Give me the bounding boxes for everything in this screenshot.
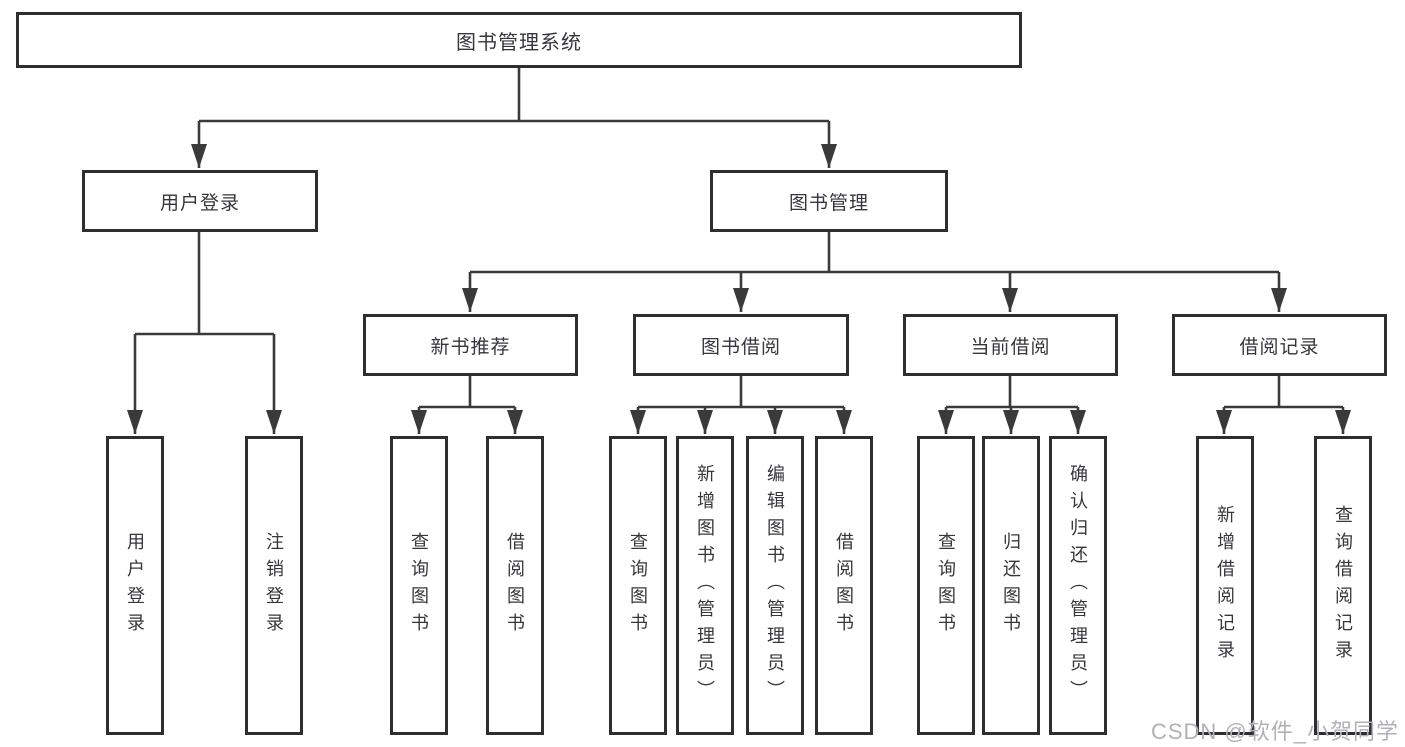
tree-branch-lines [135, 68, 1343, 409]
leaf-query-borrow-record-label: 查询借阅记录 [1333, 504, 1353, 667]
leaf-return-book-label: 归还图书 [1001, 531, 1021, 640]
leaf-query-borrow-record: 查询借阅记录 [1314, 436, 1372, 735]
node-borrow-records-label: 借阅记录 [1239, 336, 1320, 358]
node-new-book-rec-label: 新书推荐 [430, 336, 511, 358]
leaf-query-book-borrow-label: 查询图书 [628, 531, 648, 640]
node-new-book-rec: 新书推荐 [363, 314, 578, 376]
leaf-borrow-book: 借阅图书 [815, 436, 873, 735]
node-user-login: 用户登录 [82, 170, 318, 232]
leaf-return-book: 归还图书 [982, 436, 1040, 735]
leaf-query-book-rec-label: 查询图书 [409, 531, 429, 640]
leaf-query-current-label: 查询图书 [936, 531, 956, 640]
leaf-add-book-admin: 新增图书（管理员） [676, 436, 734, 735]
node-book-mgmt-label: 图书管理 [788, 192, 869, 214]
watermark: CSDN @软件_小贺同学 [1150, 719, 1399, 744]
leaf-logout-label: 注销登录 [264, 531, 284, 640]
node-current-borrow: 当前借阅 [903, 314, 1118, 376]
node-user-login-label: 用户登录 [159, 192, 240, 214]
node-book-mgmt: 图书管理 [710, 170, 948, 232]
leaf-borrow-book-rec-label: 借阅图书 [505, 531, 525, 640]
leaf-query-book-rec: 查询图书 [390, 436, 448, 735]
leaf-query-current: 查询图书 [917, 436, 975, 735]
node-borrow-records: 借阅记录 [1172, 314, 1387, 376]
leaf-edit-book-admin: 编辑图书（管理员） [746, 436, 804, 735]
leaf-borrow-book-label: 借阅图书 [834, 531, 854, 640]
node-book-borrow: 图书借阅 [633, 314, 849, 376]
leaf-add-borrow-record-label: 新增借阅记录 [1215, 504, 1235, 667]
leaf-edit-book-admin-label: 编辑图书（管理员） [765, 464, 785, 707]
leaf-add-borrow-record: 新增借阅记录 [1196, 436, 1254, 735]
leaf-confirm-return-admin: 确认归还（管理员） [1049, 436, 1107, 735]
leaf-confirm-return-admin-label: 确认归还（管理员） [1068, 464, 1088, 707]
node-library-system-label: 图书管理系统 [456, 31, 582, 54]
leaf-borrow-book-rec: 借阅图书 [486, 436, 544, 735]
node-library-system: 图书管理系统 [16, 12, 1022, 68]
leaf-user-login-label: 用户登录 [125, 531, 145, 640]
leaf-user-login: 用户登录 [106, 436, 164, 735]
leaf-logout: 注销登录 [245, 436, 303, 735]
node-book-borrow-label: 图书借阅 [700, 336, 781, 358]
leaf-query-book-borrow: 查询图书 [609, 436, 667, 735]
leaf-add-book-admin-label: 新增图书（管理员） [695, 464, 715, 707]
arrow-lines [127, 121, 1351, 434]
node-current-borrow-label: 当前借阅 [970, 336, 1051, 358]
